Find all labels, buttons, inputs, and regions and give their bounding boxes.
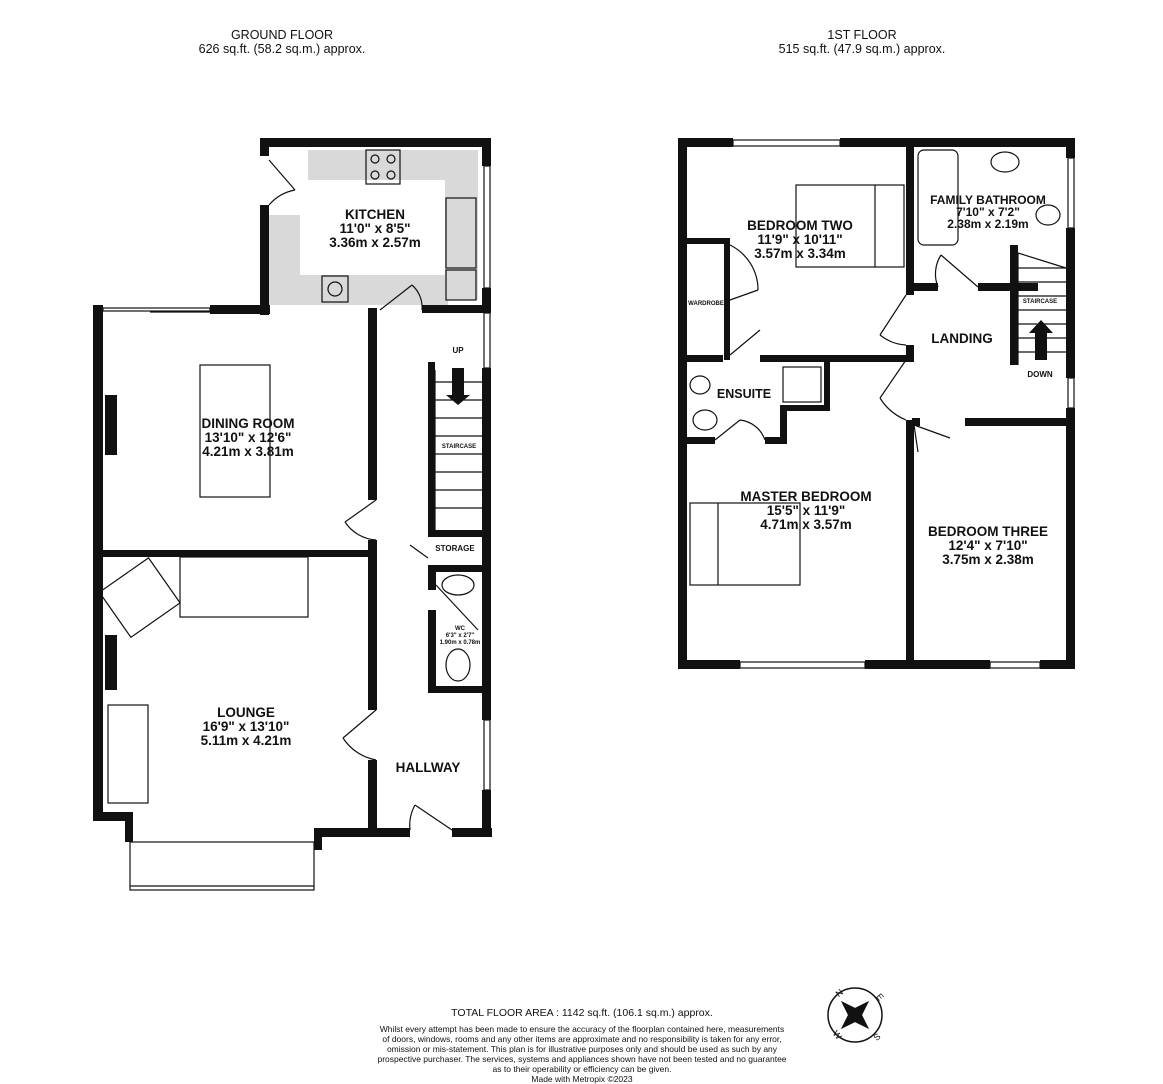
disclaimer-line: omission or mis-statement. This plan is … <box>386 1044 778 1054</box>
landing-label: LANDING <box>931 331 993 346</box>
room-metric: 4.71m x 3.57m <box>760 517 852 532</box>
wc-label: WC 6'3" x 2'7" 1.90m x 0.78m <box>440 626 481 647</box>
ground-floor-title: GROUND FLOOR <box>230 28 334 42</box>
first-staircase-label: STAIRCASE <box>1022 299 1058 305</box>
room-name: WC <box>454 626 465 632</box>
room-metric: 3.57m x 3.34m <box>754 246 846 261</box>
room-name: KITCHEN <box>344 207 405 222</box>
total-floor-area: TOTAL FLOOR AREA : 1142 sq.ft. (106.1 sq… <box>451 1007 713 1019</box>
room-imperial: 12'4" x 7'10" <box>948 538 1028 553</box>
dining-room-label: DINING ROOM 13'10" x 12'6" 4.21m x 3.81m <box>202 417 295 459</box>
first-floor-walls <box>678 138 1075 669</box>
room-name: DINING ROOM <box>201 416 295 431</box>
stair-up-label: UP <box>452 346 464 355</box>
ensuite-label: ENSUITE <box>716 387 772 401</box>
room-name: BEDROOM TWO <box>747 218 853 233</box>
room-imperial: 13'10" x 12'6" <box>204 430 292 445</box>
disclaimer-line: as to their operability or efficiency ca… <box>492 1064 672 1074</box>
room-metric: 2.38m x 2.19m <box>947 217 1029 231</box>
ground-floor-area: 626 sq.ft. (58.2 sq.m.) approx. <box>198 42 366 56</box>
storage-label: STORAGE <box>435 544 475 553</box>
family-bathroom-label: FAMILY BATHROOM 7'10" x 7'2" 2.38m x 2.1… <box>930 194 1046 230</box>
disclaimer-line: Whilst every attempt has been made to en… <box>379 1024 785 1034</box>
lounge-label: LOUNGE 16'9" x 13'10" 5.11m x 4.21m <box>201 706 292 748</box>
master-bedroom-label: MASTER BEDROOM 15'5" x 11'9" 4.71m x 3.5… <box>740 490 871 532</box>
room-name: MASTER BEDROOM <box>740 489 872 504</box>
hallway-label: HALLWAY <box>395 760 461 775</box>
credit: Made with Metropix ©2023 <box>531 1074 633 1084</box>
room-name: BEDROOM THREE <box>927 524 1049 539</box>
room-imperial: 15'5" x 11'9" <box>766 503 846 518</box>
room-imperial: 6'3" x 2'7" <box>445 633 475 639</box>
room-imperial: 16'9" x 13'10" <box>202 719 290 734</box>
stair-up-arrow-icon <box>446 368 470 405</box>
bedroom-two-label: BEDROOM TWO 11'9" x 10'11" 3.57m x 3.34m <box>747 219 853 261</box>
wardrobe-label: WARDROBE <box>688 301 724 307</box>
room-imperial: 7'10" x 7'2" <box>956 205 1020 219</box>
disclaimer-line: prospective purchaser. The services, sys… <box>377 1054 787 1064</box>
disclaimer-line: of doors, windows, rooms and any other i… <box>382 1034 782 1044</box>
room-name: FAMILY BATHROOM <box>930 193 1046 207</box>
first-floor-title: 1ST FLOOR <box>827 28 897 42</box>
stair-down-label: DOWN <box>1027 370 1053 379</box>
room-imperial: 11'0" x 8'5" <box>339 221 411 236</box>
first-floor-area: 515 sq.ft. (47.9 sq.m.) approx. <box>778 42 946 56</box>
ground-staircase-label: STAIRCASE <box>441 444 477 450</box>
room-metric: 3.75m x 2.38m <box>942 552 1034 567</box>
room-imperial: 11'9" x 10'11" <box>757 232 843 247</box>
disclaimer: Whilst every attempt has been made to en… <box>377 1024 786 1084</box>
room-metric: 5.11m x 4.21m <box>200 733 292 748</box>
room-metric: 3.36m x 2.57m <box>329 235 421 250</box>
room-metric: 4.21m x 3.81m <box>202 444 294 459</box>
room-name: LOUNGE <box>217 705 275 720</box>
kitchen-label: KITCHEN 11'0" x 8'5" 3.36m x 2.57m <box>329 208 421 250</box>
room-metric: 1.90m x 0.78m <box>439 640 481 646</box>
bedroom-three-label: BEDROOM THREE 12'4" x 7'10" 3.75m x 2.38… <box>928 525 1048 567</box>
compass-icon <box>827 987 883 1043</box>
ground-floor-walls <box>93 138 492 850</box>
first-floor-fixtures <box>689 139 1075 669</box>
stair-down-arrow-icon <box>1029 320 1053 360</box>
